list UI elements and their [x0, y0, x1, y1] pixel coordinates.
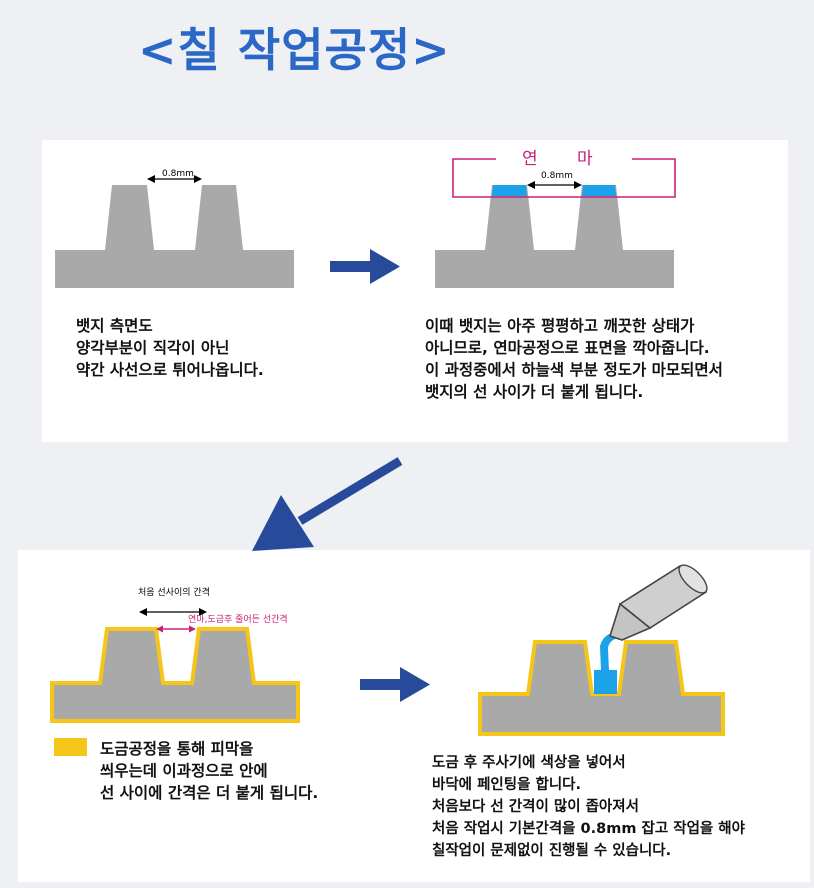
arrowhead-right — [189, 625, 196, 633]
arrowhead-left — [156, 625, 163, 633]
arrow-right-icon — [330, 249, 400, 284]
arrowhead-right — [199, 608, 207, 616]
label-initial-gap: 처음 선사이의 간격 — [138, 586, 210, 598]
caption-line: 바닥에 페인팅을 합니다. — [432, 777, 582, 793]
arrowhead-left — [147, 175, 155, 183]
step3-diagram: 처음 선사이의 간격 연마,도금후 줄어든 선간격 — [50, 586, 300, 723]
caption-line: 약간 사선으로 튀어나옵니다. — [76, 361, 264, 379]
plated-badge-cross-section — [50, 627, 300, 723]
step1-caption: 뱃지 측면도 양각부분이 직각이 아닌 약간 사선으로 튀어나옵니다. — [76, 315, 264, 381]
caption-line: 이 과정중에서 하늘색 부분 정도가 마모되면서 — [425, 361, 723, 379]
top-panel — [42, 140, 788, 442]
step4-caption: 도금 후 주사기에 색상을 넣어서 바닥에 페인팅을 합니다. 처음보다 선 간… — [432, 752, 745, 862]
arrowhead-left — [527, 181, 535, 189]
gold-plating-legend-swatch — [54, 738, 87, 756]
caption-line: 아니므로, 연마공정으로 표면을 깍아줍니다. — [425, 339, 710, 357]
polished-area — [582, 185, 616, 196]
dimension-label: 0.8mm — [541, 171, 573, 181]
step4-diagram — [478, 564, 725, 736]
step2-diagram: 연 마 0.8mm — [435, 149, 676, 288]
label-ma: 마 — [577, 149, 593, 169]
caption-line: 선 사이에 간격은 더 붙게 됩니다. — [100, 784, 319, 802]
page-title: <칠 작업공정> — [138, 23, 451, 77]
caption-line: 도금공정을 통해 피막을 — [100, 740, 254, 758]
polishing-bracket — [452, 158, 676, 198]
syringe-icon — [609, 564, 708, 641]
badge-cross-section — [55, 185, 294, 288]
step2-caption: 이때 뱃지는 아주 평평하고 깨끗한 상태가 아니므로, 연마공정으로 표면을 … — [425, 315, 723, 403]
step3-caption: 도금공정을 통해 피막을 씌우는데 이과정으로 안에 선 사이에 간격은 더 붙… — [100, 738, 318, 804]
plated-badge-cross-section — [478, 640, 725, 736]
caption-line: 처음 작업시 기본간격을 0.8mm 잡고 작업을 해야 — [432, 821, 745, 837]
arrow-down-left-icon — [252, 457, 403, 551]
badge-cross-section — [435, 185, 674, 288]
arrowhead-left — [139, 608, 147, 616]
paint-stream — [600, 632, 620, 671]
caption-line: 씌우는데 이과정으로 안에 — [100, 762, 268, 780]
caption-line: 처음보다 선 간격이 많이 좁아져서 — [432, 799, 639, 815]
arrowhead-right — [194, 175, 202, 183]
arrowhead-right — [574, 181, 582, 189]
arrow-right-icon — [360, 667, 430, 702]
caption-line: 뱃지 측면도 — [76, 317, 153, 335]
caption-line: 뱃지의 선 사이가 더 붙게 됩니다. — [425, 383, 644, 401]
dimension-label: 0.8mm — [162, 169, 194, 179]
step1-diagram: 0.8mm — [55, 169, 294, 288]
polished-area — [492, 185, 527, 196]
caption-line: 이때 뱃지는 아주 평평하고 깨끗한 상태가 — [425, 317, 695, 335]
caption-line: 양각부분이 직각이 아닌 — [76, 339, 230, 357]
caption-line: 칠작업이 문제없이 진행될 수 있습니다. — [432, 843, 672, 859]
paint-fill — [594, 670, 617, 694]
label-yeon: 연 — [522, 149, 538, 169]
caption-line: 도금 후 주사기에 색상을 넣어서 — [432, 755, 626, 771]
label-reduced-gap: 연마,도금후 줄어든 선간격 — [188, 613, 288, 625]
